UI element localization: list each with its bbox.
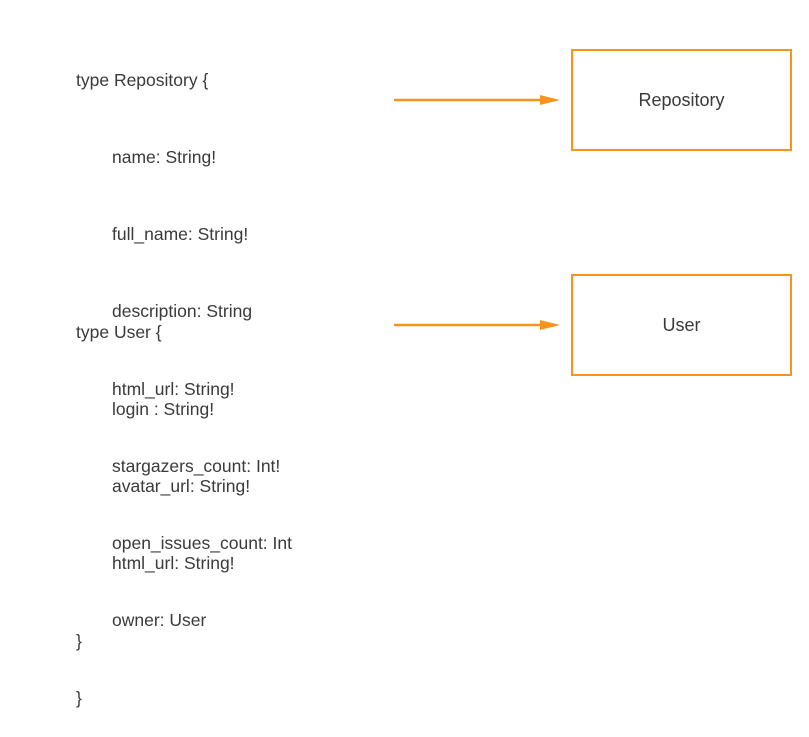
repository-arrow-head	[540, 95, 560, 105]
repository-field: html_url: String!	[112, 378, 235, 399]
user-type-open: type User {	[76, 321, 162, 342]
repository-box: Repository	[571, 49, 792, 151]
user-arrow	[394, 320, 560, 330]
repository-type-close: }	[76, 687, 82, 708]
repository-field: name: String!	[112, 146, 217, 167]
user-field: login : String!	[112, 398, 215, 419]
user-box: User	[571, 274, 792, 376]
user-arrow-head	[540, 320, 560, 330]
user-field: html_url: String!	[112, 553, 235, 574]
user-type-close: }	[76, 630, 82, 651]
user-field: avatar_url: String!	[112, 476, 251, 496]
repository-box-label: Repository	[638, 89, 725, 110]
repository-arrow	[394, 95, 560, 105]
repository-field: full_name: String!	[112, 224, 249, 244]
user-box-label: User	[662, 314, 701, 335]
repository-field: description: String	[112, 301, 253, 322]
repository-type-open: type Repository {	[76, 69, 209, 90]
user-type-definition: type User { login : String! avatar_url: …	[76, 268, 250, 680]
